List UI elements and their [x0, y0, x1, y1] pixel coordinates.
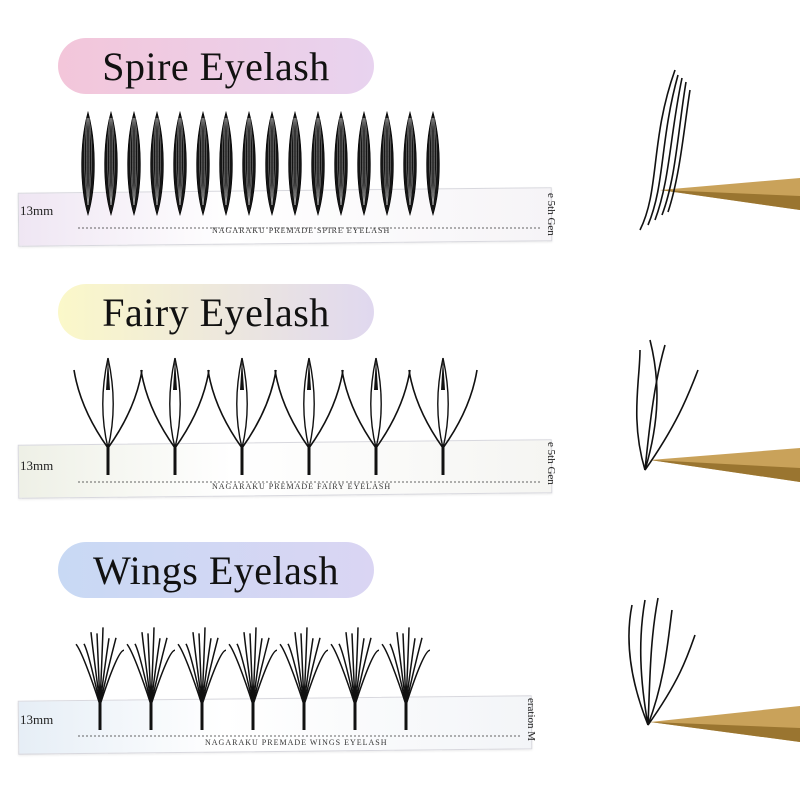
spire-lash-cluster [196, 110, 210, 217]
wings-strip-label: NAGARAKU PREMADE WINGS EYELASH [205, 738, 388, 747]
wings-lash-cluster [228, 627, 278, 730]
wings-title-pill: Wings Eyelash [58, 542, 374, 598]
wings-lash-cluster [381, 627, 431, 730]
fairy-lash-cluster [207, 357, 277, 475]
wings-lash-cluster [126, 627, 176, 730]
fairy-lash-cluster [274, 357, 344, 475]
fairy-lash-cluster [73, 357, 143, 475]
wings-lash-row [75, 627, 520, 737]
spire-lash-cluster [380, 110, 394, 217]
spire-lash-cluster [219, 110, 233, 217]
wings-lash-cluster [177, 627, 227, 730]
spire-length-label: 13mm [20, 203, 54, 218]
fairy-strip-label: NAGARAKU PREMADE FAIRY EYELASH [212, 482, 392, 491]
spire-lash-cluster [173, 110, 187, 217]
spire-lash-cluster [311, 110, 325, 217]
spire-lash-cluster [104, 110, 118, 217]
spire-lash-cluster [242, 110, 256, 217]
spire-lash-cluster [357, 110, 371, 217]
fairy-lash-cluster [408, 357, 478, 475]
wings-tweezer-image [628, 597, 800, 742]
spire-tweezer-image [639, 69, 800, 231]
spire-lash-cluster [265, 110, 279, 217]
spire-panel: Spire Eyelash 13mm NAGARAKU PREMADE SPIR… [0, 0, 800, 260]
wings-lash-cluster [279, 627, 329, 730]
spire-lash-cluster [426, 110, 440, 217]
fairy-lash-row [73, 357, 540, 483]
spire-lash-cluster [127, 110, 141, 217]
spire-lash-cluster [403, 110, 417, 217]
wings-panel: Wings Eyelash 13mm NAGARAKU PREMADE WING… [0, 530, 800, 800]
wings-length-label: 13mm [20, 712, 54, 727]
fairy-lash-cluster [341, 357, 411, 475]
fairy-title-pill: Fairy Eyelash [58, 284, 374, 340]
fairy-lash-cluster [140, 357, 210, 475]
spire-title-pill: Spire Eyelash [58, 38, 374, 94]
spire-lash-row [78, 110, 540, 229]
fairy-panel: Fairy Eyelash 13mm NAGARAKU PREMADE FAIR… [0, 270, 800, 530]
spire-strip-label: NAGARAKU PREMADE SPIRE EYELASH [212, 226, 391, 235]
fairy-tweezer-image [635, 339, 800, 482]
spire-lash-cluster [81, 110, 95, 217]
wings-lash-cluster [75, 627, 125, 730]
spire-lash-cluster [150, 110, 164, 217]
spire-lash-cluster [288, 110, 302, 217]
fairy-length-label: 13mm [20, 458, 54, 473]
spire-lash-cluster [334, 110, 348, 217]
wings-lash-cluster [330, 627, 380, 730]
